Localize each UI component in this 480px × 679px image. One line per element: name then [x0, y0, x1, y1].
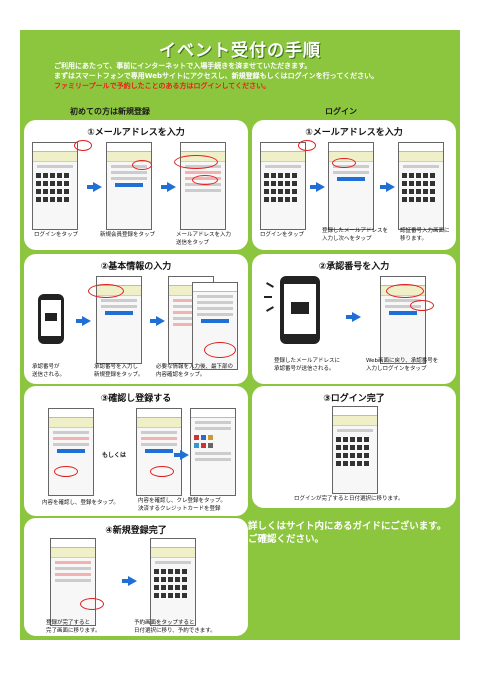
phone-screenshot [150, 538, 196, 626]
caption: ログインをタップ [34, 232, 79, 238]
panel-login-step2: ②承認番号を入力 登録したメールアドレスに 承認番号が送信される。 Web画面に… [252, 254, 456, 384]
caption: 必要な情報を入力後、最下部の 内容確認をタップ。 [156, 364, 234, 378]
page-title: イベント受付の手順 [159, 41, 321, 61]
phone-screenshot [136, 408, 182, 496]
step-title: ①メールアドレスを入力 [87, 128, 185, 138]
phone-screenshot [260, 142, 306, 230]
arrow-icon [161, 182, 176, 192]
intro-text: ご利用にあたって、事前にインターネットで入場手続きを済ませていただきます。 まず… [54, 61, 454, 91]
guide-line-2: ご確認ください。 [248, 534, 325, 545]
highlight-ring [386, 284, 424, 298]
panel-new-step3: ③確認し登録する もしくは 内容を確認し、登録をタップ。 内容を確認し、クレ登録… [24, 386, 248, 516]
step-title: ②承認番号を入力 [318, 262, 390, 272]
step-title: ①メールアドレスを入力 [305, 128, 403, 138]
arrow-icon [122, 576, 137, 586]
smartphone-icon [280, 276, 320, 344]
caption: 内容を確認し、クレ登録をタップ。 決済するクレジットカードを登録 [138, 498, 226, 512]
highlight-ring [174, 155, 218, 169]
instruction-sheet: イベント受付の手順 ご利用にあたって、事前にインターネットで入場手続きを済ませて… [20, 30, 460, 640]
caption: 登録したメールアドレスに 承認番号が送信される。 [274, 358, 341, 372]
caption: 承認番号を入力し 新規登録をタップ。 [94, 364, 144, 378]
step-title: ③確認し登録する [100, 394, 172, 404]
caption: 登録したメールアドレスを 入力し次へをタップ [322, 228, 389, 242]
highlight-ring [410, 300, 434, 311]
caption: ログインをタップ [260, 232, 305, 238]
caption: 予約画面をタップすると 日付選択に移り、予約できます。 [134, 620, 216, 634]
signal-icon [266, 306, 274, 312]
mail-icon [45, 313, 57, 321]
panel-login-step3: ③ログイン完了 ログインが完了すると日付選択に移ります。 [252, 386, 456, 508]
panel-new-step2: ②基本情報の入力 承認番号が 送信される。 承認番号を入力し 新規登録をタップ。… [24, 254, 248, 384]
highlight-ring [298, 140, 316, 151]
phone-screenshot [32, 142, 78, 230]
step-title: ④新規登録完了 [105, 526, 167, 536]
arrow-icon [150, 316, 165, 326]
caption: ログインが完了すると日付選択に移ります。 [294, 496, 404, 502]
highlight-ring [332, 158, 356, 168]
arrow-icon [76, 316, 91, 326]
column-heading-login: ログイン [325, 107, 357, 116]
intro-line-2: まずはスマートフォンで専用Webサイトにアクセスし、新規登録もしくはログインを行… [54, 72, 379, 80]
arrow-icon [310, 182, 325, 192]
caption: Web画面に戻り、承認番号を 入力しログインをタップ [366, 358, 439, 372]
phone-screenshot [190, 408, 236, 496]
signal-icon [264, 296, 272, 298]
phone-screenshot [50, 538, 96, 626]
step-title: ②基本情報の入力 [100, 262, 172, 272]
intro-line-3: ファミリープールで予約したことのある方はログインしてください。 [54, 82, 271, 90]
arrow-icon [87, 182, 102, 192]
arrow-icon [380, 182, 395, 192]
highlight-ring [88, 284, 124, 298]
highlight-ring [54, 466, 78, 477]
caption: 内容を確認し、登録をタップ。 [42, 500, 119, 506]
phone-screenshot [398, 142, 444, 230]
step-title: ③ログイン完了 [323, 394, 385, 404]
guide-line-1: 詳しくはサイト内にあるガイドにございます。 [248, 521, 447, 532]
column-heading-new: 初めての方は新規登録 [70, 107, 150, 116]
intro-line-1: ご利用にあたって、事前にインターネットで入場手続きを済ませていただきます。 [54, 62, 312, 70]
caption: 承認番号が 送信される。 [32, 364, 66, 378]
phone-screenshot [332, 406, 378, 494]
smartphone-icon [38, 294, 64, 344]
mail-icon [291, 302, 309, 314]
caption: 認証番号入力画面に 移ります。 [400, 228, 450, 242]
arrow-icon [346, 312, 361, 322]
highlight-ring [192, 175, 218, 185]
highlight-ring [74, 140, 92, 151]
caption: 新規会員登録をタップ [100, 232, 156, 238]
signal-icon [266, 282, 274, 288]
panel-new-step1: ①メールアドレスを入力 ログインをタップ 新規会員登録をタップ メールアドレスを… [24, 120, 248, 250]
or-text: もしくは [102, 452, 127, 459]
highlight-ring [150, 466, 174, 477]
caption: メールアドレスを入力 送信をタップ [176, 232, 232, 246]
phone-screenshot [328, 142, 374, 230]
highlight-ring [132, 160, 152, 170]
panel-login-step1: ①メールアドレスを入力 ログインをタップ 登録したメールアドレスを 入力し次へを… [252, 120, 456, 250]
highlight-ring [80, 598, 104, 610]
phone-screenshot [48, 408, 94, 496]
highlight-ring [204, 342, 236, 358]
arrow-icon [174, 450, 189, 460]
panel-new-step4: ④新規登録完了 登録が完了すると 完了画面に移ります。 予約画面をタップすると … [24, 518, 248, 636]
phone-screenshot [106, 142, 152, 230]
guide-note: 詳しくはサイト内にあるガイドにございます。 ご確認ください。 [248, 520, 446, 546]
caption: 登録が完了すると 完了画面に移ります。 [46, 620, 101, 634]
